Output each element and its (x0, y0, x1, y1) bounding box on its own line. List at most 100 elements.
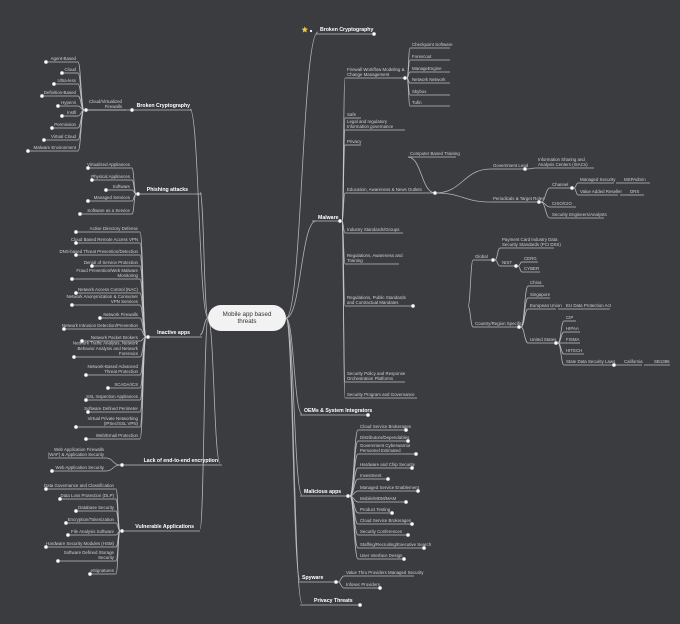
collapse-dot[interactable] (86, 166, 90, 170)
collapse-dot[interactable] (570, 186, 574, 190)
collapse-dot[interactable] (44, 60, 48, 64)
collapse-dot[interactable] (402, 557, 406, 561)
collapse-dot[interactable] (130, 108, 134, 112)
collapse-dot[interactable] (52, 82, 56, 86)
collapse-dot[interactable] (42, 138, 46, 142)
collapse-dot[interactable] (491, 258, 495, 262)
leaf-node: Active Directory Defense (90, 226, 139, 231)
collapse-dot[interactable] (410, 466, 414, 470)
leaf-node: Web Application Security (56, 465, 105, 470)
collapse-dot[interactable] (514, 264, 518, 268)
collapse-dot[interactable] (78, 212, 82, 216)
collapse-dot[interactable] (404, 500, 408, 504)
collapse-dot[interactable] (50, 469, 54, 473)
collapse-dot[interactable] (120, 463, 124, 467)
collapse-dot[interactable] (537, 200, 541, 204)
collapse-dot[interactable] (26, 149, 30, 153)
collapse-dot[interactable] (404, 428, 408, 432)
collapse-dot[interactable] (523, 167, 527, 171)
leaf-node: Network Intrusion Detection/Prevention (62, 323, 139, 328)
collapse-dot[interactable] (390, 511, 394, 515)
collapse-dot[interactable] (136, 192, 140, 196)
collapse-dot[interactable] (366, 413, 370, 417)
collapse-dot[interactable] (40, 94, 44, 98)
collapse-dot[interactable] (70, 277, 74, 281)
collapse-dot[interactable] (74, 509, 78, 513)
collapse-dot[interactable] (84, 373, 88, 377)
collapse-dot[interactable] (386, 477, 390, 481)
collapse-dot[interactable] (146, 335, 150, 339)
collapse-dot[interactable] (358, 603, 362, 607)
collapse-dot[interactable] (422, 546, 426, 550)
collapse-dot[interactable] (56, 104, 60, 108)
collapse-dot[interactable] (74, 253, 78, 257)
leaf-node: Global (475, 254, 488, 259)
collapse-dot[interactable] (106, 386, 110, 390)
connector (434, 168, 492, 194)
collapse-dot[interactable] (378, 586, 382, 590)
collapse-dot[interactable] (44, 487, 48, 491)
leaf-node: Managed Security (580, 177, 616, 182)
collapse-dot[interactable] (74, 241, 78, 245)
collapse-dot[interactable] (66, 533, 70, 537)
collapse-dot[interactable] (346, 494, 350, 498)
collapse-dot[interactable] (86, 410, 90, 414)
collapse-dot[interactable] (517, 325, 521, 329)
root-node[interactable]: Mobile app based threats (208, 305, 286, 331)
collapse-dot[interactable] (84, 437, 88, 441)
collapse-dot[interactable] (372, 32, 376, 36)
collapse-dot[interactable] (411, 304, 415, 308)
leaf-node: Agent-Based (51, 56, 77, 61)
connector (434, 192, 492, 203)
collapse-dot[interactable] (406, 533, 410, 537)
star-icon (301, 26, 308, 33)
leaf-node: Staffing/Recruiting/Executive Search (360, 542, 432, 547)
collapse-dot[interactable] (72, 355, 76, 359)
branch-label-spyware: Spyware (302, 575, 323, 581)
collapse-dot[interactable] (60, 71, 64, 75)
collapse-dot[interactable] (84, 398, 88, 402)
collapse-dot[interactable] (612, 363, 616, 367)
collapse-dot[interactable] (74, 230, 78, 234)
leaf-node: Investment (360, 473, 382, 478)
collapse-dot[interactable] (84, 108, 88, 112)
branch-label-malicious-apps: Malicious apps (304, 489, 341, 495)
collapse-dot[interactable] (414, 452, 418, 456)
collapse-dot[interactable] (50, 126, 54, 130)
collapse-dot[interactable] (62, 327, 66, 331)
collapse-dot[interactable] (44, 545, 48, 549)
connector (406, 47, 411, 79)
collapse-dot[interactable] (406, 439, 410, 443)
collapse-dot[interactable] (56, 559, 60, 563)
collapse-dot[interactable] (74, 291, 78, 295)
collapse-dot[interactable] (88, 572, 92, 576)
collapse-dot[interactable] (104, 188, 108, 192)
leaf-node: Cloud Service Brokerages (360, 518, 412, 523)
collapse-dot[interactable] (70, 303, 74, 307)
collapse-dot[interactable] (338, 219, 342, 223)
collapse-dot[interactable] (416, 489, 420, 493)
collapse-dot[interactable] (554, 341, 558, 345)
connector (341, 192, 346, 222)
leaf-node: Definition-Based (44, 90, 77, 95)
collapse-dot[interactable] (74, 425, 78, 429)
collapse-dot[interactable] (433, 191, 437, 195)
collapse-dot[interactable] (98, 316, 102, 320)
collapse-dot[interactable] (403, 76, 407, 80)
collapse-dot[interactable] (80, 339, 84, 343)
leaf-node: Checkpoint Software (412, 42, 453, 47)
collapse-dot[interactable] (58, 497, 62, 501)
collapse-dot[interactable] (60, 114, 64, 118)
collapse-dot[interactable] (334, 580, 338, 584)
collapse-dot[interactable] (410, 522, 414, 526)
collapse-dot[interactable] (86, 199, 90, 203)
leaf-node: Hardware Security Modules (HSM) (46, 541, 114, 546)
collapse-dot[interactable] (64, 521, 68, 525)
leaf-node: Country/Region Specific (475, 321, 523, 326)
collapse-dot[interactable] (120, 529, 124, 533)
leaf-node: ManageEngine (412, 66, 442, 71)
leaf-node: Virtual Private Networking(IPSec/SSL VPN… (88, 416, 139, 426)
leaf-node: SB1386 (654, 359, 670, 364)
collapse-dot[interactable] (90, 264, 94, 268)
collapse-dot[interactable] (90, 178, 94, 182)
